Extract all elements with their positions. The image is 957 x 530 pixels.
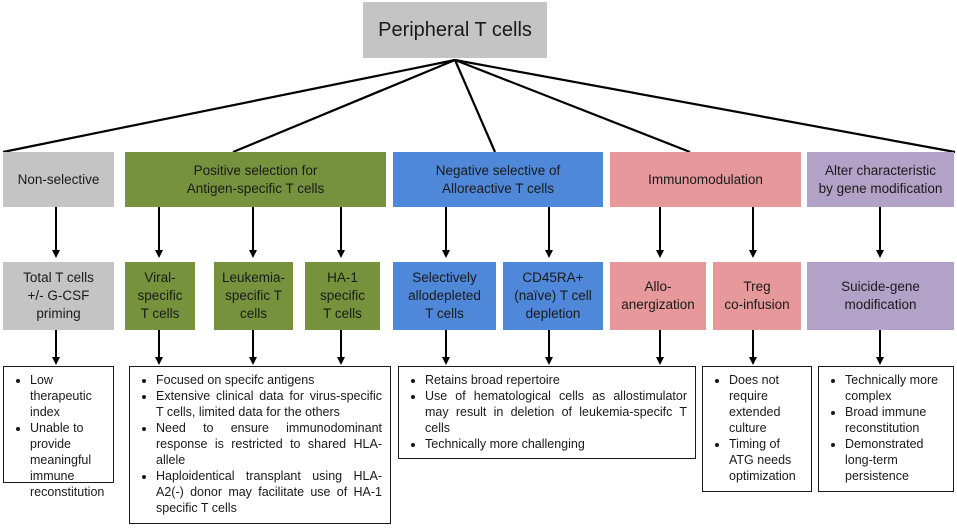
notes-non-selective: Low therapeutic index Unable to provide … bbox=[3, 366, 114, 499]
note-item: Focused on specifc antigens bbox=[156, 372, 382, 388]
notes-positive-selection: Focused on specifc antigens Extensive cl… bbox=[129, 366, 391, 524]
category-negative-selection: Negative selective of Alloreactive T cel… bbox=[393, 152, 603, 207]
method-allo-anergization: Allo- anergization bbox=[610, 262, 706, 330]
category-positive-selection: Positive selection for Antigen-specific … bbox=[125, 152, 386, 207]
method-leukemia-specific: Leukemia- specific T cells bbox=[214, 262, 293, 330]
note-item: Need to ensure immunodominant response i… bbox=[156, 420, 382, 468]
category-non-selective: Non-selective bbox=[3, 152, 114, 207]
method-ha1-specific: HA-1 specific T cells bbox=[305, 262, 380, 330]
note-item: Use of hematological cells as allostimul… bbox=[425, 388, 687, 436]
notes-gene-modification: Technically more complex Broad immune re… bbox=[818, 366, 954, 492]
root-node: Peripheral T cells bbox=[363, 2, 547, 58]
note-item: Low therapeutic index bbox=[30, 372, 105, 420]
category-immunomodulation: Immunomodulation bbox=[610, 152, 801, 207]
category-gene-modification: Alter characteristic by gene modificatio… bbox=[807, 152, 954, 207]
note-item: Timing of ATG needs optimization bbox=[729, 436, 803, 484]
note-item: Haploidentical transplant using HLA-A2(-… bbox=[156, 468, 382, 516]
method-selectively-allodepleted: Selectively allodepleted T cells bbox=[393, 262, 496, 330]
fan-lines bbox=[2, 58, 956, 154]
note-item: Does not require extended culture bbox=[729, 372, 803, 436]
note-item: Retains broad repertoire bbox=[425, 372, 687, 388]
notes-negative-selection: Retains broad repertoire Use of hematolo… bbox=[398, 366, 696, 459]
method-treg-coinfusion: Treg co-infusion bbox=[713, 262, 801, 330]
arrows-category-method bbox=[52, 207, 884, 258]
note-item: Unable to provide meaningful immune reco… bbox=[30, 420, 105, 500]
note-item: Extensive clinical data for virus-specif… bbox=[156, 388, 382, 420]
method-suicide-gene: Suicide-gene modification bbox=[807, 262, 954, 330]
method-total-t-cells: Total T cells +/- G-CSF priming bbox=[3, 262, 114, 330]
note-item: Technically more challenging bbox=[425, 436, 687, 452]
note-item: Demonstrated long-term persistence bbox=[845, 436, 945, 484]
method-cd45ra-depletion: CD45RA+ (naïve) T cell depletion bbox=[503, 262, 603, 330]
note-item: Broad immune reconstitution bbox=[845, 404, 945, 436]
method-viral-specific: Viral- specific T cells bbox=[125, 262, 195, 330]
note-item: Technically more complex bbox=[845, 372, 945, 404]
notes-immunomodulation: Does not require extended culture Timing… bbox=[702, 366, 812, 492]
arrows-method-notes bbox=[52, 330, 884, 365]
